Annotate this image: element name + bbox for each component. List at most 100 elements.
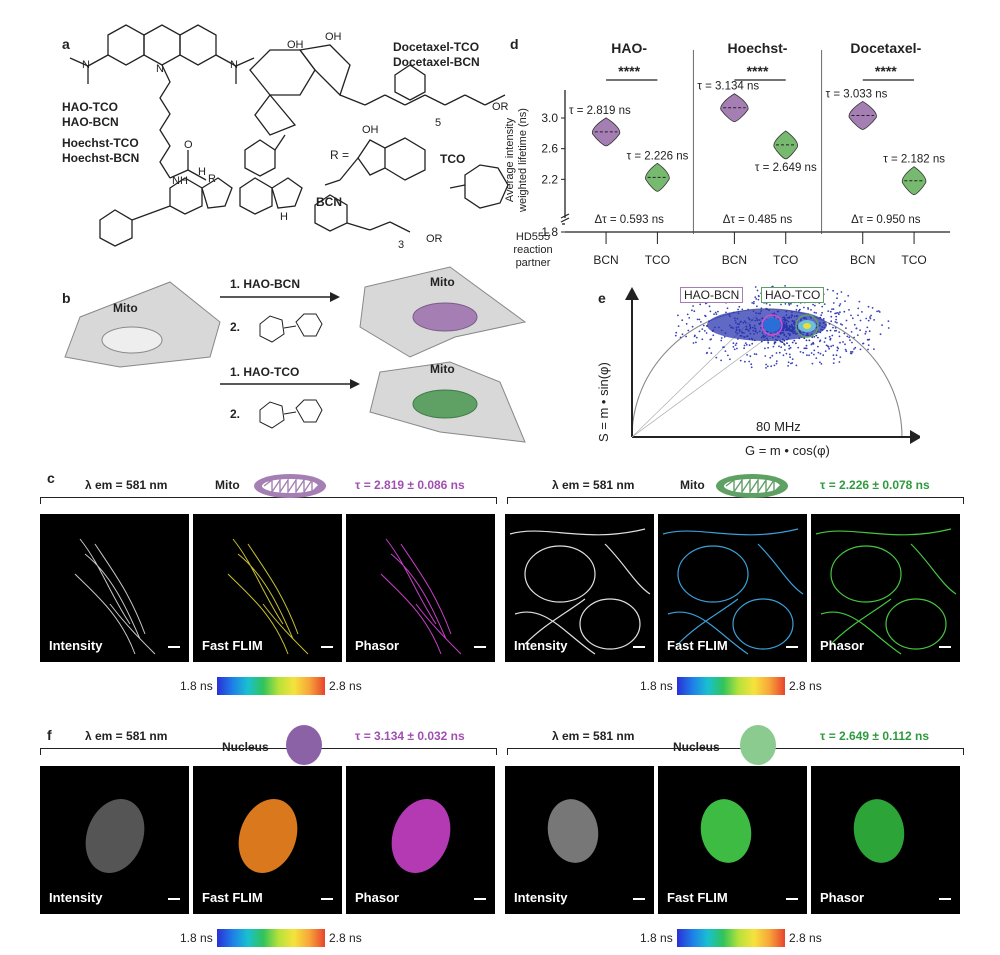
phasor-point	[838, 331, 841, 333]
phasor-point	[726, 307, 729, 310]
phasor-point	[820, 363, 823, 365]
docetaxel-core	[244, 44, 506, 177]
bracket-c-left	[40, 497, 497, 504]
tau-bcn: τ = 2.819 ns	[569, 105, 631, 117]
bracket-c-right	[507, 497, 964, 504]
phasor-point	[787, 361, 790, 364]
phasor-point	[832, 344, 834, 347]
phasor-point	[691, 325, 694, 328]
c-tile-flim-bcn: Fast FLIM	[193, 514, 342, 662]
phasor-point	[681, 319, 684, 322]
phasor-point	[756, 289, 759, 292]
phasor-point	[826, 288, 829, 291]
caption-fast-flim: Fast FLIM	[202, 638, 263, 653]
c-right-mito: Mito	[680, 478, 705, 492]
phasor-point	[708, 305, 711, 308]
svg-text:OR: OR	[426, 233, 443, 245]
phasor-point	[765, 302, 768, 305]
tco-fragment	[449, 164, 509, 209]
phasor-point	[814, 304, 816, 307]
phasor-point	[786, 342, 788, 345]
phasor-point	[865, 317, 868, 320]
phasor-point	[686, 313, 689, 316]
phasor-point	[838, 304, 841, 307]
phasor-point	[795, 342, 797, 345]
significance-stars: ****	[747, 63, 769, 79]
phasor-point	[720, 339, 723, 342]
f-tile-flim-tco: Fast FLIM	[658, 766, 807, 914]
phasor-point	[692, 342, 695, 344]
phasor-point	[866, 338, 869, 341]
phasor-point	[818, 340, 821, 343]
svg-text:OH: OH	[362, 124, 379, 136]
scale-bar	[321, 898, 333, 900]
phasor-point	[767, 346, 769, 349]
phasor-point	[850, 350, 852, 353]
phasor-point	[851, 317, 854, 320]
phasor-point	[839, 311, 841, 314]
phasor-point	[835, 329, 837, 332]
phasor-point	[734, 344, 737, 346]
phasor-point	[838, 313, 840, 316]
phasor-point	[793, 339, 796, 342]
caption-intensity: Intensity	[514, 890, 568, 905]
phasor-point	[867, 344, 870, 346]
panel-label-a: a	[62, 36, 70, 52]
phasor-point	[823, 341, 826, 343]
phasor-point	[808, 354, 810, 357]
phasor-point	[831, 334, 834, 337]
phasor-point	[748, 344, 751, 347]
phasor-point	[708, 347, 711, 349]
phasor-point	[677, 314, 679, 317]
phasor-point	[853, 336, 855, 339]
scale-bar	[168, 898, 180, 900]
label-docetaxel-tco: Docetaxel-TCO	[393, 40, 480, 54]
phasor-point	[839, 356, 842, 358]
f-scale-max-left: 2.8 ns	[329, 931, 362, 945]
f-tile-flim-bcn: Fast FLIM	[193, 766, 342, 914]
label-hao-bcn: HAO-BCN	[62, 115, 119, 129]
f-scale-min-left: 1.8 ns	[180, 931, 213, 945]
phasor-point	[815, 334, 818, 337]
mito-icon-bcn	[254, 474, 326, 498]
phasor-point	[780, 303, 782, 306]
phasor-point	[839, 303, 842, 305]
phasor-point	[691, 309, 693, 312]
phasor-point	[764, 355, 767, 357]
phasor-point	[821, 305, 824, 308]
scale-bar	[633, 898, 645, 900]
c-scale-min-right: 1.8 ns	[640, 679, 673, 693]
phasor-point	[775, 362, 778, 365]
y-tick-label: 1.8	[541, 225, 558, 239]
phasor-point	[760, 307, 763, 310]
phasor-point	[813, 335, 816, 338]
phasor-point	[717, 310, 719, 313]
phasor-point	[819, 352, 822, 355]
phasor-point	[685, 323, 688, 325]
phasor-point	[750, 363, 753, 366]
svg-text:N: N	[156, 63, 164, 75]
f-right-tau: τ = 2.649 ± 0.112 ns	[820, 729, 930, 743]
phasor-point	[845, 350, 848, 353]
x-label-bcn: BCN	[593, 253, 618, 267]
phasor-point	[703, 330, 706, 332]
phasor-point	[788, 344, 791, 347]
phasor-point	[752, 302, 755, 305]
phasor-point	[773, 364, 776, 367]
phasor-point	[859, 329, 861, 331]
phasor-point	[791, 341, 794, 344]
c-tile-intensity-tco: Intensity	[505, 514, 654, 662]
phasor-point	[769, 356, 772, 359]
acridine-core	[69, 24, 255, 181]
phasor-point	[725, 311, 727, 314]
phasor-point	[865, 330, 867, 333]
phasor-point	[804, 347, 807, 350]
phasor-point	[758, 295, 760, 298]
phasor-point	[805, 344, 808, 347]
nucleus-icon-tco	[740, 725, 776, 765]
tau-bcn: τ = 3.134 ns	[697, 81, 759, 93]
phasor-point	[775, 352, 778, 354]
phasor-point	[845, 327, 847, 329]
caption-intensity: Intensity	[49, 638, 103, 653]
